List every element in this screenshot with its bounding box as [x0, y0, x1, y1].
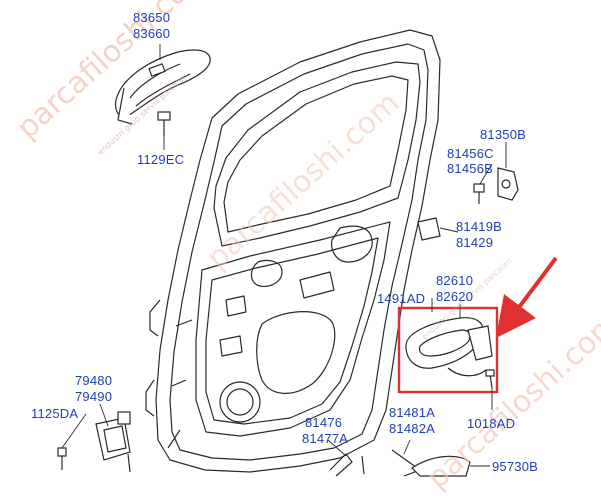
leader-lines: [61, 44, 507, 467]
label-83650: 83650: [133, 10, 171, 25]
label-1125da: 1125DA: [31, 406, 79, 421]
label-83660: 83660: [133, 26, 171, 41]
label-81481a: 81481A: [389, 405, 436, 420]
bolt-1125da: [57, 447, 67, 470]
label-82610: 82610: [436, 273, 474, 288]
outside-handle-part: [115, 49, 211, 125]
label-81476: 81476: [305, 415, 343, 430]
label-81482a: 81482A: [389, 421, 436, 436]
highlight-arrow: [496, 256, 558, 338]
label-82620: 82620: [436, 289, 474, 304]
rod-81481a: [391, 449, 471, 477]
door-parts-diagram: [57, 29, 558, 477]
inside-handle-part: [405, 317, 495, 389]
label-1491ad: 1491AD: [377, 291, 426, 306]
label-81419b: 81419B: [456, 219, 503, 234]
label-1018ad: 1018AD: [467, 416, 516, 431]
label-81456c: 81456C: [447, 146, 494, 161]
bolt-1129ec: [157, 111, 171, 136]
highlight-box: [397, 306, 499, 394]
hinge-part: [95, 411, 131, 473]
label-1129ec: 1129EC: [137, 152, 185, 167]
label-81477a: 81477A: [302, 431, 349, 446]
label-95730b: 95730B: [492, 459, 539, 474]
rod-81476: [329, 453, 365, 477]
label-81429: 81429: [456, 235, 494, 250]
door-panel: [145, 29, 441, 473]
latch-81350b: [497, 167, 519, 201]
screw-81456: [473, 183, 485, 204]
label-79480: 79480: [75, 373, 113, 388]
label-81456b: 81456B: [447, 161, 494, 176]
label-81350b: 81350B: [480, 127, 527, 142]
plate-81419b: [417, 217, 441, 241]
label-79490: 79490: [75, 389, 113, 404]
